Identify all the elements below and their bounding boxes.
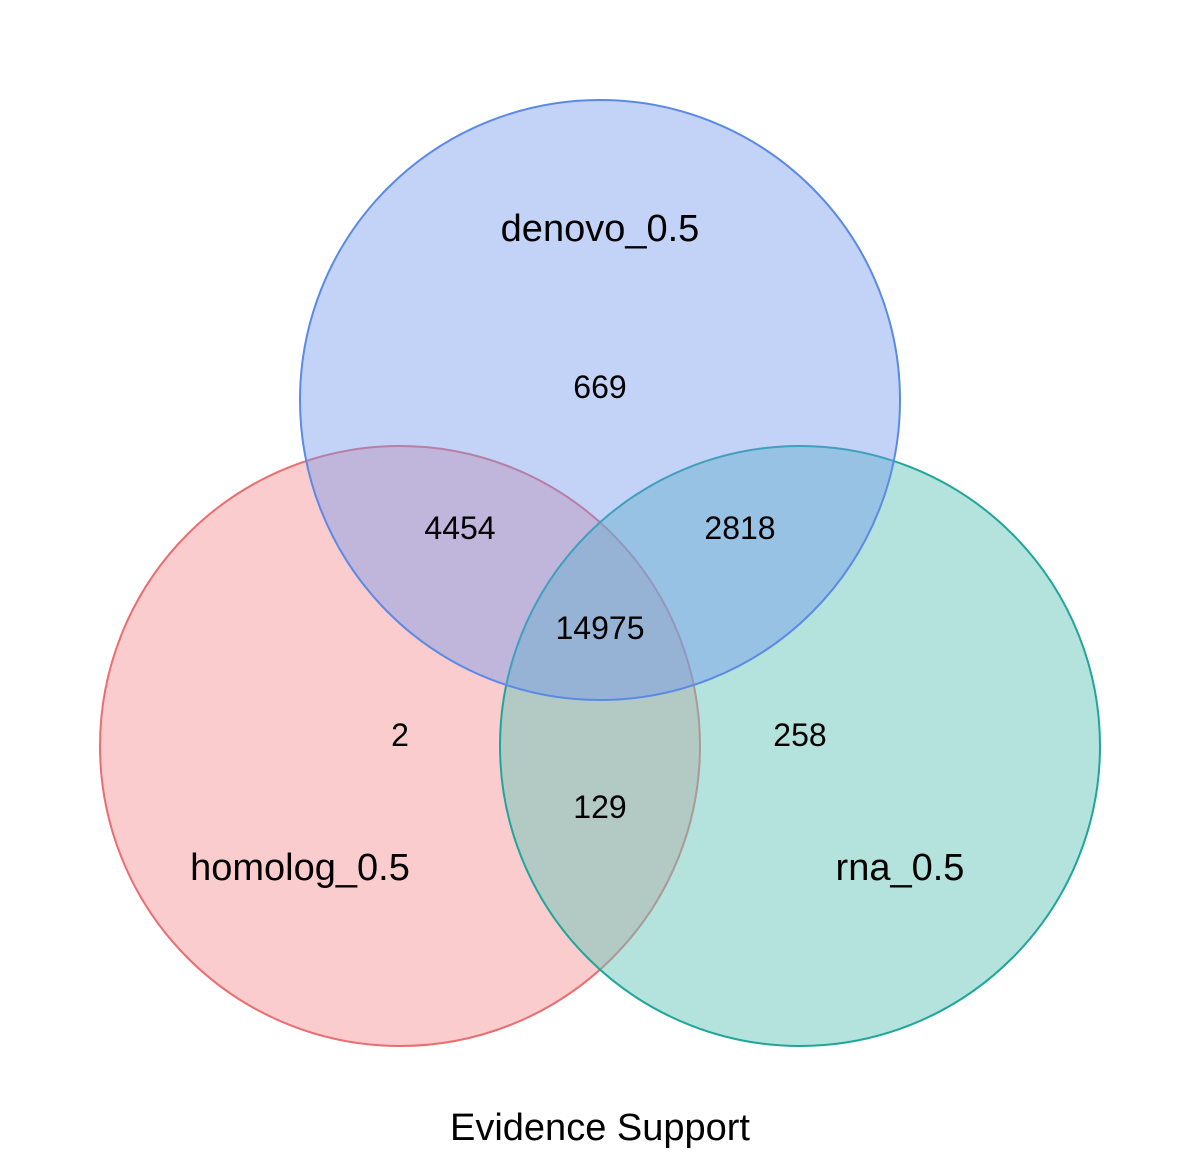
count-denovo-rna: 2818: [704, 510, 775, 546]
circle-rna: [499, 445, 1101, 1047]
count-homolog-only: 2: [391, 717, 409, 753]
set-label-denovo: denovo_0.5: [501, 208, 700, 250]
circle-denovo: [299, 99, 901, 701]
count-homolog-rna: 129: [573, 789, 626, 825]
count-denovo-homolog: 4454: [424, 510, 495, 546]
set-label-homolog: homolog_0.5: [190, 847, 410, 889]
set-label-rna: rna_0.5: [836, 847, 965, 889]
count-rna-only: 258: [773, 717, 826, 753]
count-all-three: 14975: [556, 610, 645, 646]
count-denovo-only: 669: [573, 369, 626, 405]
diagram-caption: Evidence Support: [450, 1107, 750, 1149]
